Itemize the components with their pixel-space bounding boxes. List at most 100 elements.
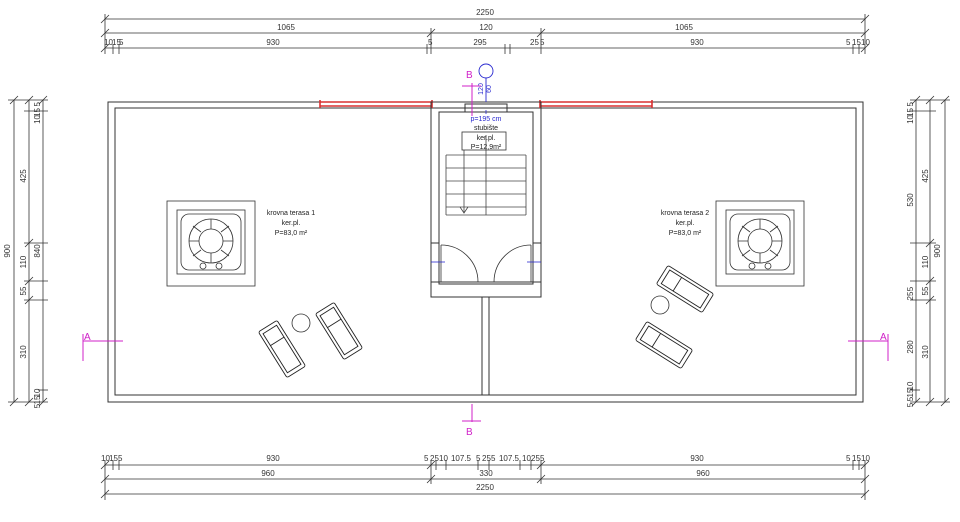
sun-lounger-right-2 bbox=[635, 321, 693, 369]
sun-lounger-right-1 bbox=[656, 265, 714, 313]
hot-tub-right bbox=[715, 200, 805, 287]
sun-lounger-left-2 bbox=[315, 302, 363, 360]
bot-dim-10a: 10 bbox=[101, 454, 110, 463]
stair-flight bbox=[445, 135, 527, 216]
hot-tub-left bbox=[166, 200, 256, 287]
right-dim-5d: 5 bbox=[906, 402, 915, 407]
sun-lounger-left-1 bbox=[258, 320, 306, 378]
stair-height-label: p=195 cm bbox=[471, 116, 502, 123]
left-dim-10b: 10 bbox=[33, 388, 42, 397]
top-dim-10b: 10 bbox=[861, 38, 870, 47]
section-a-left: A bbox=[84, 332, 91, 343]
bot-dim-10d: 10 bbox=[861, 454, 870, 463]
bot-dim-960b: 960 bbox=[696, 469, 710, 478]
right-dim-15a: 15 bbox=[906, 107, 915, 116]
left-overall-dim: 900 bbox=[3, 244, 12, 258]
stair-floor-label: ker.pl. bbox=[477, 135, 496, 142]
right-dim-5b: 5 bbox=[906, 286, 915, 291]
left-dim-110: 110 bbox=[19, 255, 28, 268]
bot-dim-330: 330 bbox=[479, 469, 493, 478]
bot-dim-15b: 15 bbox=[852, 454, 861, 463]
door-axis-marks bbox=[431, 110, 541, 263]
top-dim-5a: 5 bbox=[119, 38, 124, 47]
bot-dim-10b: 10 bbox=[439, 454, 448, 463]
terrace1-name: krovna terasa 1 bbox=[267, 210, 315, 217]
top-dim-15a: 15 bbox=[112, 38, 121, 47]
section-lines bbox=[82, 83, 889, 422]
stair-label-box bbox=[461, 131, 507, 151]
section-b-top: B bbox=[466, 70, 473, 81]
right-overall-dim: 900 bbox=[933, 244, 942, 258]
axis-dim-120: 120 bbox=[478, 83, 485, 95]
top-overall-dim: 2250 bbox=[476, 8, 494, 17]
left-dim-55: 55 bbox=[19, 286, 28, 295]
left-dim-15b: 15 bbox=[33, 395, 42, 404]
top-dim-left: 1065 bbox=[277, 23, 295, 32]
left-dim-10a: 10 bbox=[33, 114, 42, 123]
bot-dim-25a: 25 bbox=[430, 454, 439, 463]
right-dim-5c: 5 bbox=[906, 396, 915, 401]
bot-dim-5b: 5 bbox=[424, 454, 429, 463]
top-dim-10a: 10 bbox=[104, 38, 113, 47]
right-dim-55: 55 bbox=[921, 286, 930, 295]
top-dim-center: 120 bbox=[479, 23, 493, 32]
top-dim-5b: 5 bbox=[428, 38, 433, 47]
top-dim-930b: 930 bbox=[690, 38, 704, 47]
bot-dim-5a: 5 bbox=[118, 454, 123, 463]
bot-dim-5c: 5 bbox=[476, 454, 481, 463]
terrace2-name: krovna terasa 2 bbox=[661, 210, 709, 217]
bot-dim-25c: 25 bbox=[531, 454, 540, 463]
left-dimension-chains bbox=[8, 95, 48, 407]
axis-dim-60: 60 bbox=[486, 85, 493, 93]
left-dim-310: 310 bbox=[19, 345, 28, 359]
top-dim-930a: 930 bbox=[266, 38, 280, 47]
bot-dim-930b: 930 bbox=[690, 454, 704, 463]
right-dim-110: 110 bbox=[921, 255, 930, 268]
stair-name-label: stubište bbox=[474, 125, 498, 132]
right-dim-25: 25 bbox=[906, 291, 915, 300]
bot-dim-5e: 5 bbox=[540, 454, 545, 463]
right-dimension-chains bbox=[910, 95, 950, 407]
terrace-railing bbox=[319, 100, 653, 108]
stair-area-label: P=12,9m² bbox=[471, 144, 502, 151]
left-dim-15a: 15 bbox=[33, 107, 42, 116]
top-dim-15b: 15 bbox=[852, 38, 861, 47]
terrace2-floor: ker.pl. bbox=[676, 220, 695, 227]
top-dim-25: 25 bbox=[530, 38, 539, 47]
right-dim-10b: 10 bbox=[906, 381, 915, 390]
bot-dim-930a: 930 bbox=[266, 454, 280, 463]
right-dim-10a: 10 bbox=[906, 114, 915, 123]
bot-dim-5f: 5 bbox=[846, 454, 851, 463]
table-left bbox=[291, 313, 311, 333]
right-dim-15b: 15 bbox=[906, 388, 915, 397]
top-dim-right: 1065 bbox=[675, 23, 693, 32]
stair-doors bbox=[440, 244, 532, 283]
terrace1-area: P=83,0 m² bbox=[275, 230, 308, 237]
bot-dim-25b: 25 bbox=[482, 454, 491, 463]
section-b-bottom: B bbox=[466, 427, 473, 438]
top-dim-295: 295 bbox=[473, 38, 487, 47]
terrace1-floor: ker.pl. bbox=[282, 220, 301, 227]
bot-dim-15a: 15 bbox=[109, 454, 118, 463]
bot-dim-960a: 960 bbox=[261, 469, 275, 478]
top-dim-5c: 5 bbox=[540, 38, 545, 47]
axis-marker bbox=[478, 63, 494, 102]
top-dim-5d: 5 bbox=[846, 38, 851, 47]
bot-dim-107b: 107.5 bbox=[499, 454, 520, 463]
right-dim-5a: 5 bbox=[906, 101, 915, 106]
right-dim-310: 310 bbox=[921, 345, 930, 359]
section-a-right: A bbox=[880, 332, 887, 343]
right-dim-530: 530 bbox=[906, 193, 915, 207]
left-dim-425: 425 bbox=[19, 169, 28, 183]
left-dim-840: 840 bbox=[33, 244, 42, 258]
left-dim-5a: 5 bbox=[33, 101, 42, 106]
right-dim-425: 425 bbox=[921, 169, 930, 183]
bot-dim-5d: 5 bbox=[491, 454, 496, 463]
bot-overall-dim: 2250 bbox=[476, 483, 494, 492]
table-right bbox=[650, 295, 670, 315]
top-dimension-chains bbox=[100, 14, 870, 54]
left-dim-5b: 5 bbox=[33, 403, 42, 408]
right-dim-280: 280 bbox=[906, 340, 915, 354]
bottom-dimension-chains bbox=[100, 460, 870, 500]
